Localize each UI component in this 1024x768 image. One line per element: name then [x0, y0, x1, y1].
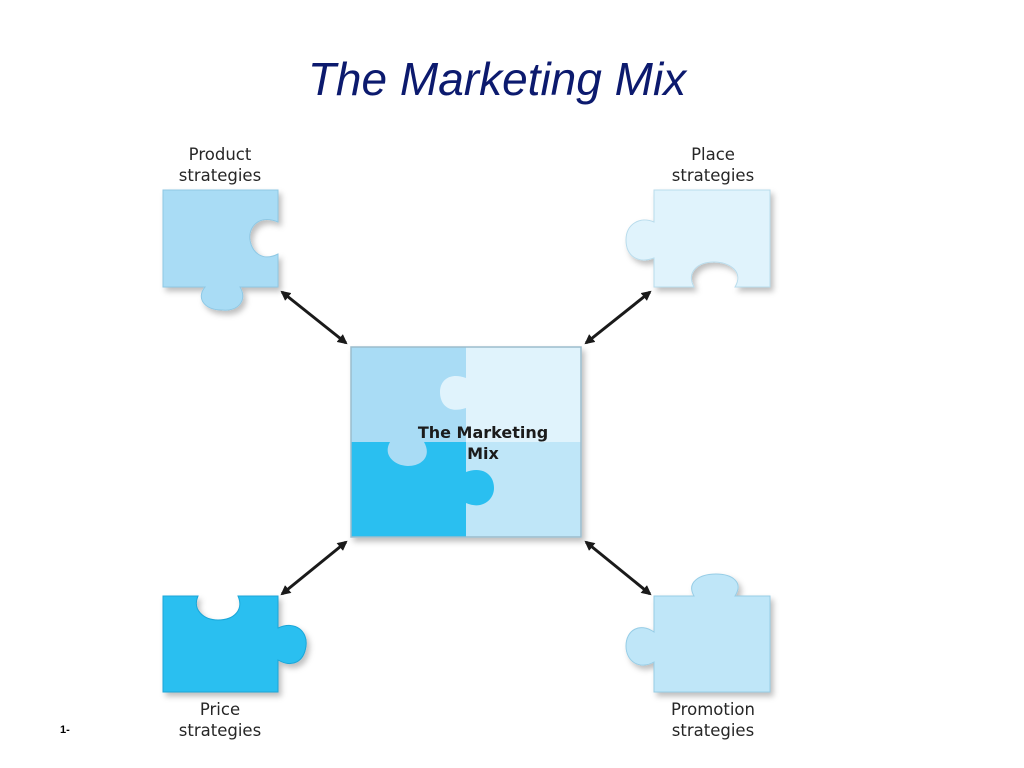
center-label-line1: The Marketing: [417, 423, 549, 442]
price-connector-arrow: [280, 540, 348, 596]
slide-number: 1-: [60, 724, 70, 736]
center-quadrant-place: [440, 347, 581, 442]
price-label-line1: Price: [199, 700, 241, 719]
promotion-label-line1: Promotion: [671, 700, 755, 719]
place-label: Place strategies: [623, 144, 803, 186]
promotion-connector-arrow: [584, 540, 652, 596]
product-puzzle-piece: [162, 189, 279, 311]
product-label: Product strategies: [130, 144, 310, 186]
place-label-line1: Place: [691, 145, 735, 164]
price-puzzle-piece: [162, 595, 307, 693]
center-quadrant-price: [351, 442, 494, 537]
product-label-line2: strategies: [178, 166, 262, 185]
promotion-label: Promotion strategies: [623, 699, 803, 741]
promotion-puzzle-piece: [625, 573, 771, 693]
place-connector-arrow: [584, 290, 652, 345]
product-label-line1: Product: [188, 145, 252, 164]
place-label-line2: strategies: [671, 166, 755, 185]
center-label: The Marketing Mix: [352, 422, 614, 464]
slide-title: The Marketing Mix: [307, 53, 687, 105]
promotion-label-line2: strategies: [671, 721, 755, 740]
price-label: Price strategies: [130, 699, 310, 741]
center-quadrant-promotion: [466, 442, 581, 537]
price-label-line2: strategies: [178, 721, 262, 740]
place-puzzle-piece: [625, 189, 771, 288]
center-marketing-mix-square: [350, 346, 582, 538]
product-connector-arrow: [280, 290, 348, 345]
center-label-line2: Mix: [467, 444, 499, 463]
